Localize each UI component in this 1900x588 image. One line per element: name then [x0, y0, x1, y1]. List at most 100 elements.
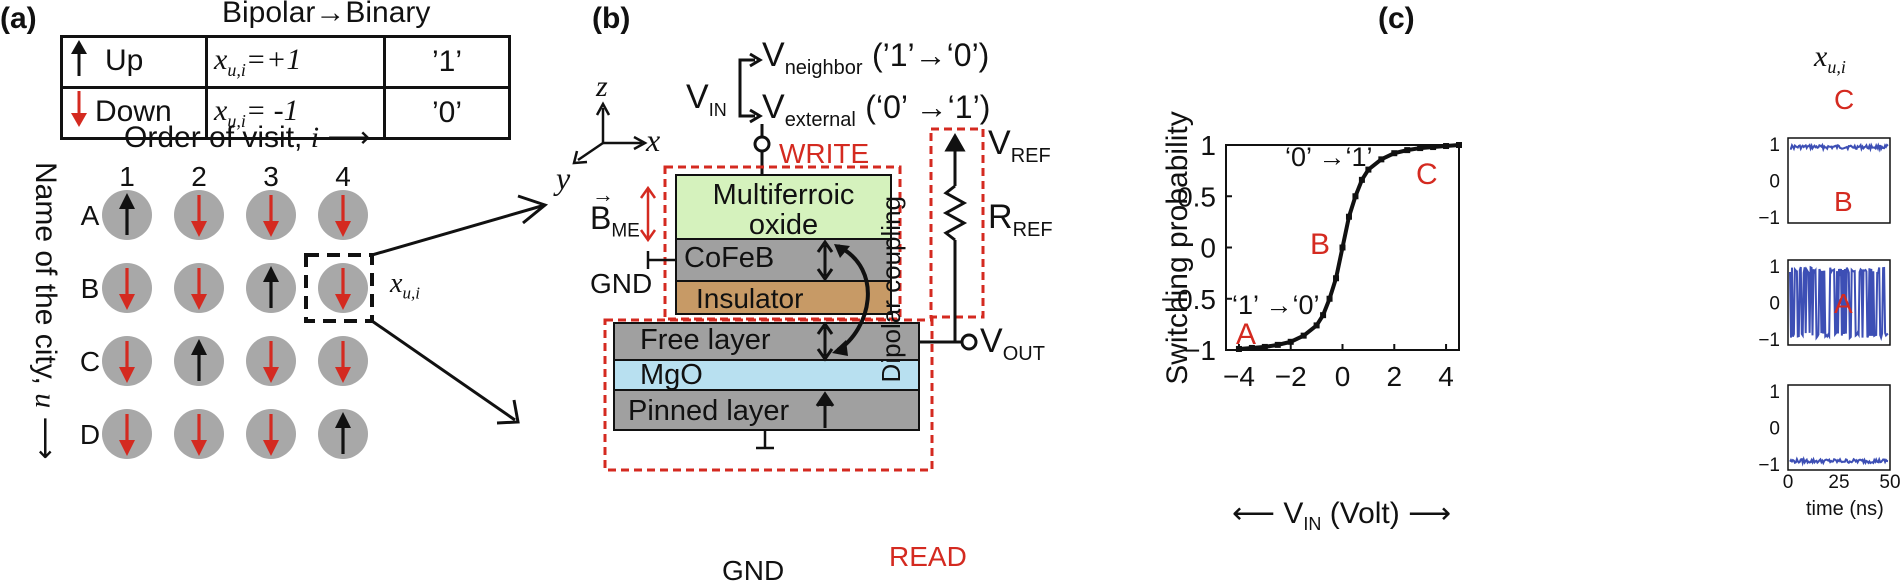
- order-of-visit-label: Order of visit, i ⟶: [124, 120, 370, 155]
- spin-down-arrow-icon: [263, 221, 279, 237]
- write-label: WRITE: [779, 138, 870, 169]
- col-label: 2: [191, 161, 207, 192]
- legend-down-x-sub: u,i: [227, 111, 246, 131]
- inset-trace: [1789, 456, 1889, 467]
- spin-cell: [102, 263, 152, 313]
- curve-marker: [1443, 143, 1450, 150]
- legend-up-value: =+1: [245, 43, 302, 76]
- coordinate-axes-icon: [572, 101, 648, 165]
- bme-label: →BME: [590, 182, 640, 242]
- x-tick-label: 0: [1335, 361, 1351, 392]
- inset-frame: [1787, 384, 1891, 471]
- bme-sub: ME: [611, 220, 640, 242]
- pinned-layer: [613, 389, 920, 431]
- spin-up-arrow-icon: [335, 412, 351, 428]
- insulator-label: Insulator: [696, 283, 804, 314]
- spin-up-shaft: [269, 280, 273, 308]
- dipolar-coupling-arrow-icon: [832, 244, 870, 356]
- inset-plot: 10−1: [1758, 382, 1891, 476]
- vexternal-v: V: [762, 88, 785, 126]
- rref-sub: REF: [1012, 218, 1053, 241]
- curve-marker: [1365, 166, 1372, 173]
- col-label: 3: [263, 161, 279, 192]
- spin-up-arrow-icon: [191, 339, 207, 355]
- vref-label: VREF: [988, 124, 1051, 168]
- legend-down-value: = -1: [245, 94, 299, 127]
- spin-cell: [102, 190, 152, 240]
- zoom-arrow-head-top-icon: [517, 194, 549, 225]
- spin-cell: [246, 409, 296, 459]
- curve-marker: [1456, 142, 1462, 148]
- inset-label-c: C: [1834, 84, 1855, 115]
- y-tick-label: −0.5: [1161, 284, 1216, 315]
- curve-marker: [1352, 193, 1359, 200]
- vref-v: V: [988, 124, 1011, 162]
- xlabel-v: V: [1283, 497, 1304, 530]
- reference-resistor-icon: [942, 132, 968, 342]
- spin-up-shaft: [341, 426, 345, 454]
- curve-marker: [1287, 338, 1294, 345]
- inset-y-tick-label: −1: [1758, 208, 1780, 229]
- inset-y-tick-label: 1: [1769, 135, 1780, 156]
- row-label: B: [81, 273, 100, 304]
- spin-down-arrow-icon: [191, 440, 207, 456]
- city-var: u: [29, 393, 62, 409]
- spin-down-shaft: [269, 414, 273, 442]
- pinned-arrow-icon: [815, 391, 835, 428]
- legend-down-cell: Down: [60, 86, 208, 140]
- spin-down-arrow-icon: [335, 221, 351, 237]
- inset-x-tick-label: 0: [1783, 472, 1794, 493]
- vexternal-sub: external: [784, 108, 856, 131]
- vneighbor-sub: neighbor: [784, 56, 863, 79]
- spin-cell: [102, 336, 152, 386]
- curve-marker: [1333, 275, 1340, 282]
- inset-label-a: A: [1834, 288, 1853, 319]
- read-label: READ: [889, 541, 967, 572]
- x-tick-label: 2: [1386, 361, 1402, 392]
- gnd-bottom-label: GND: [722, 555, 785, 586]
- spin-up-shaft: [197, 353, 201, 381]
- spin-cell: [318, 190, 368, 240]
- spin-down-shaft: [197, 268, 201, 296]
- bme-arrow-icon: [639, 185, 657, 243]
- order-text: Order of visit,: [124, 121, 303, 154]
- spin-cell: [318, 263, 368, 313]
- city-arrow-icon: ⟶: [29, 416, 62, 460]
- spin-cell: [318, 409, 368, 459]
- curve-marker: [1345, 213, 1352, 220]
- vout-sub: OUT: [1002, 342, 1045, 365]
- spin-down-arrow-icon: [191, 294, 207, 310]
- inset-trace: [1789, 265, 1889, 342]
- spin-down-arrow-icon: [335, 367, 351, 383]
- spin-down-arrow-icon: [263, 367, 279, 383]
- cofeb-label: CoFeB: [684, 242, 775, 274]
- axis-y-label: y: [556, 160, 571, 196]
- x-tick-label: 4: [1438, 361, 1454, 392]
- vout-node: [919, 333, 978, 351]
- inset-y-tick-label: 0: [1769, 294, 1780, 315]
- inset-x: x: [1814, 40, 1828, 73]
- zoom-arrow-head-bottom-icon: [496, 399, 520, 425]
- vector-arrow-icon: →: [592, 182, 614, 207]
- inset-x-tick-label: 25: [1828, 472, 1849, 493]
- inset-title: xu,i: [1814, 40, 1846, 78]
- panel-c-label: (c): [1378, 2, 1415, 35]
- zoom-box: [304, 253, 374, 323]
- legend-down-label: Down: [95, 94, 172, 128]
- panel-a-label: (a): [0, 2, 37, 35]
- spin-cell: [102, 409, 152, 459]
- row-label: A: [81, 200, 100, 231]
- down-arrow-icon: [69, 89, 89, 137]
- up-arrow-icon: [69, 38, 89, 86]
- city-text: Name of the city,: [29, 162, 62, 385]
- col-label: 4: [335, 161, 351, 192]
- c-xlabel: ⟵ VIN (Volt) ⟶: [1232, 496, 1451, 535]
- inset-frame: [1787, 137, 1891, 224]
- gnd-connections: [646, 251, 774, 450]
- spin-cell: [246, 336, 296, 386]
- vexternal-label: Vexternal (‘0’ →‘1’): [762, 88, 990, 132]
- x-tick-label: −4: [1223, 361, 1255, 392]
- legend-up-x: x: [214, 43, 228, 76]
- curve-marker: [1248, 344, 1255, 351]
- bipolar-binary-header: Bipolar→Binary: [222, 0, 431, 29]
